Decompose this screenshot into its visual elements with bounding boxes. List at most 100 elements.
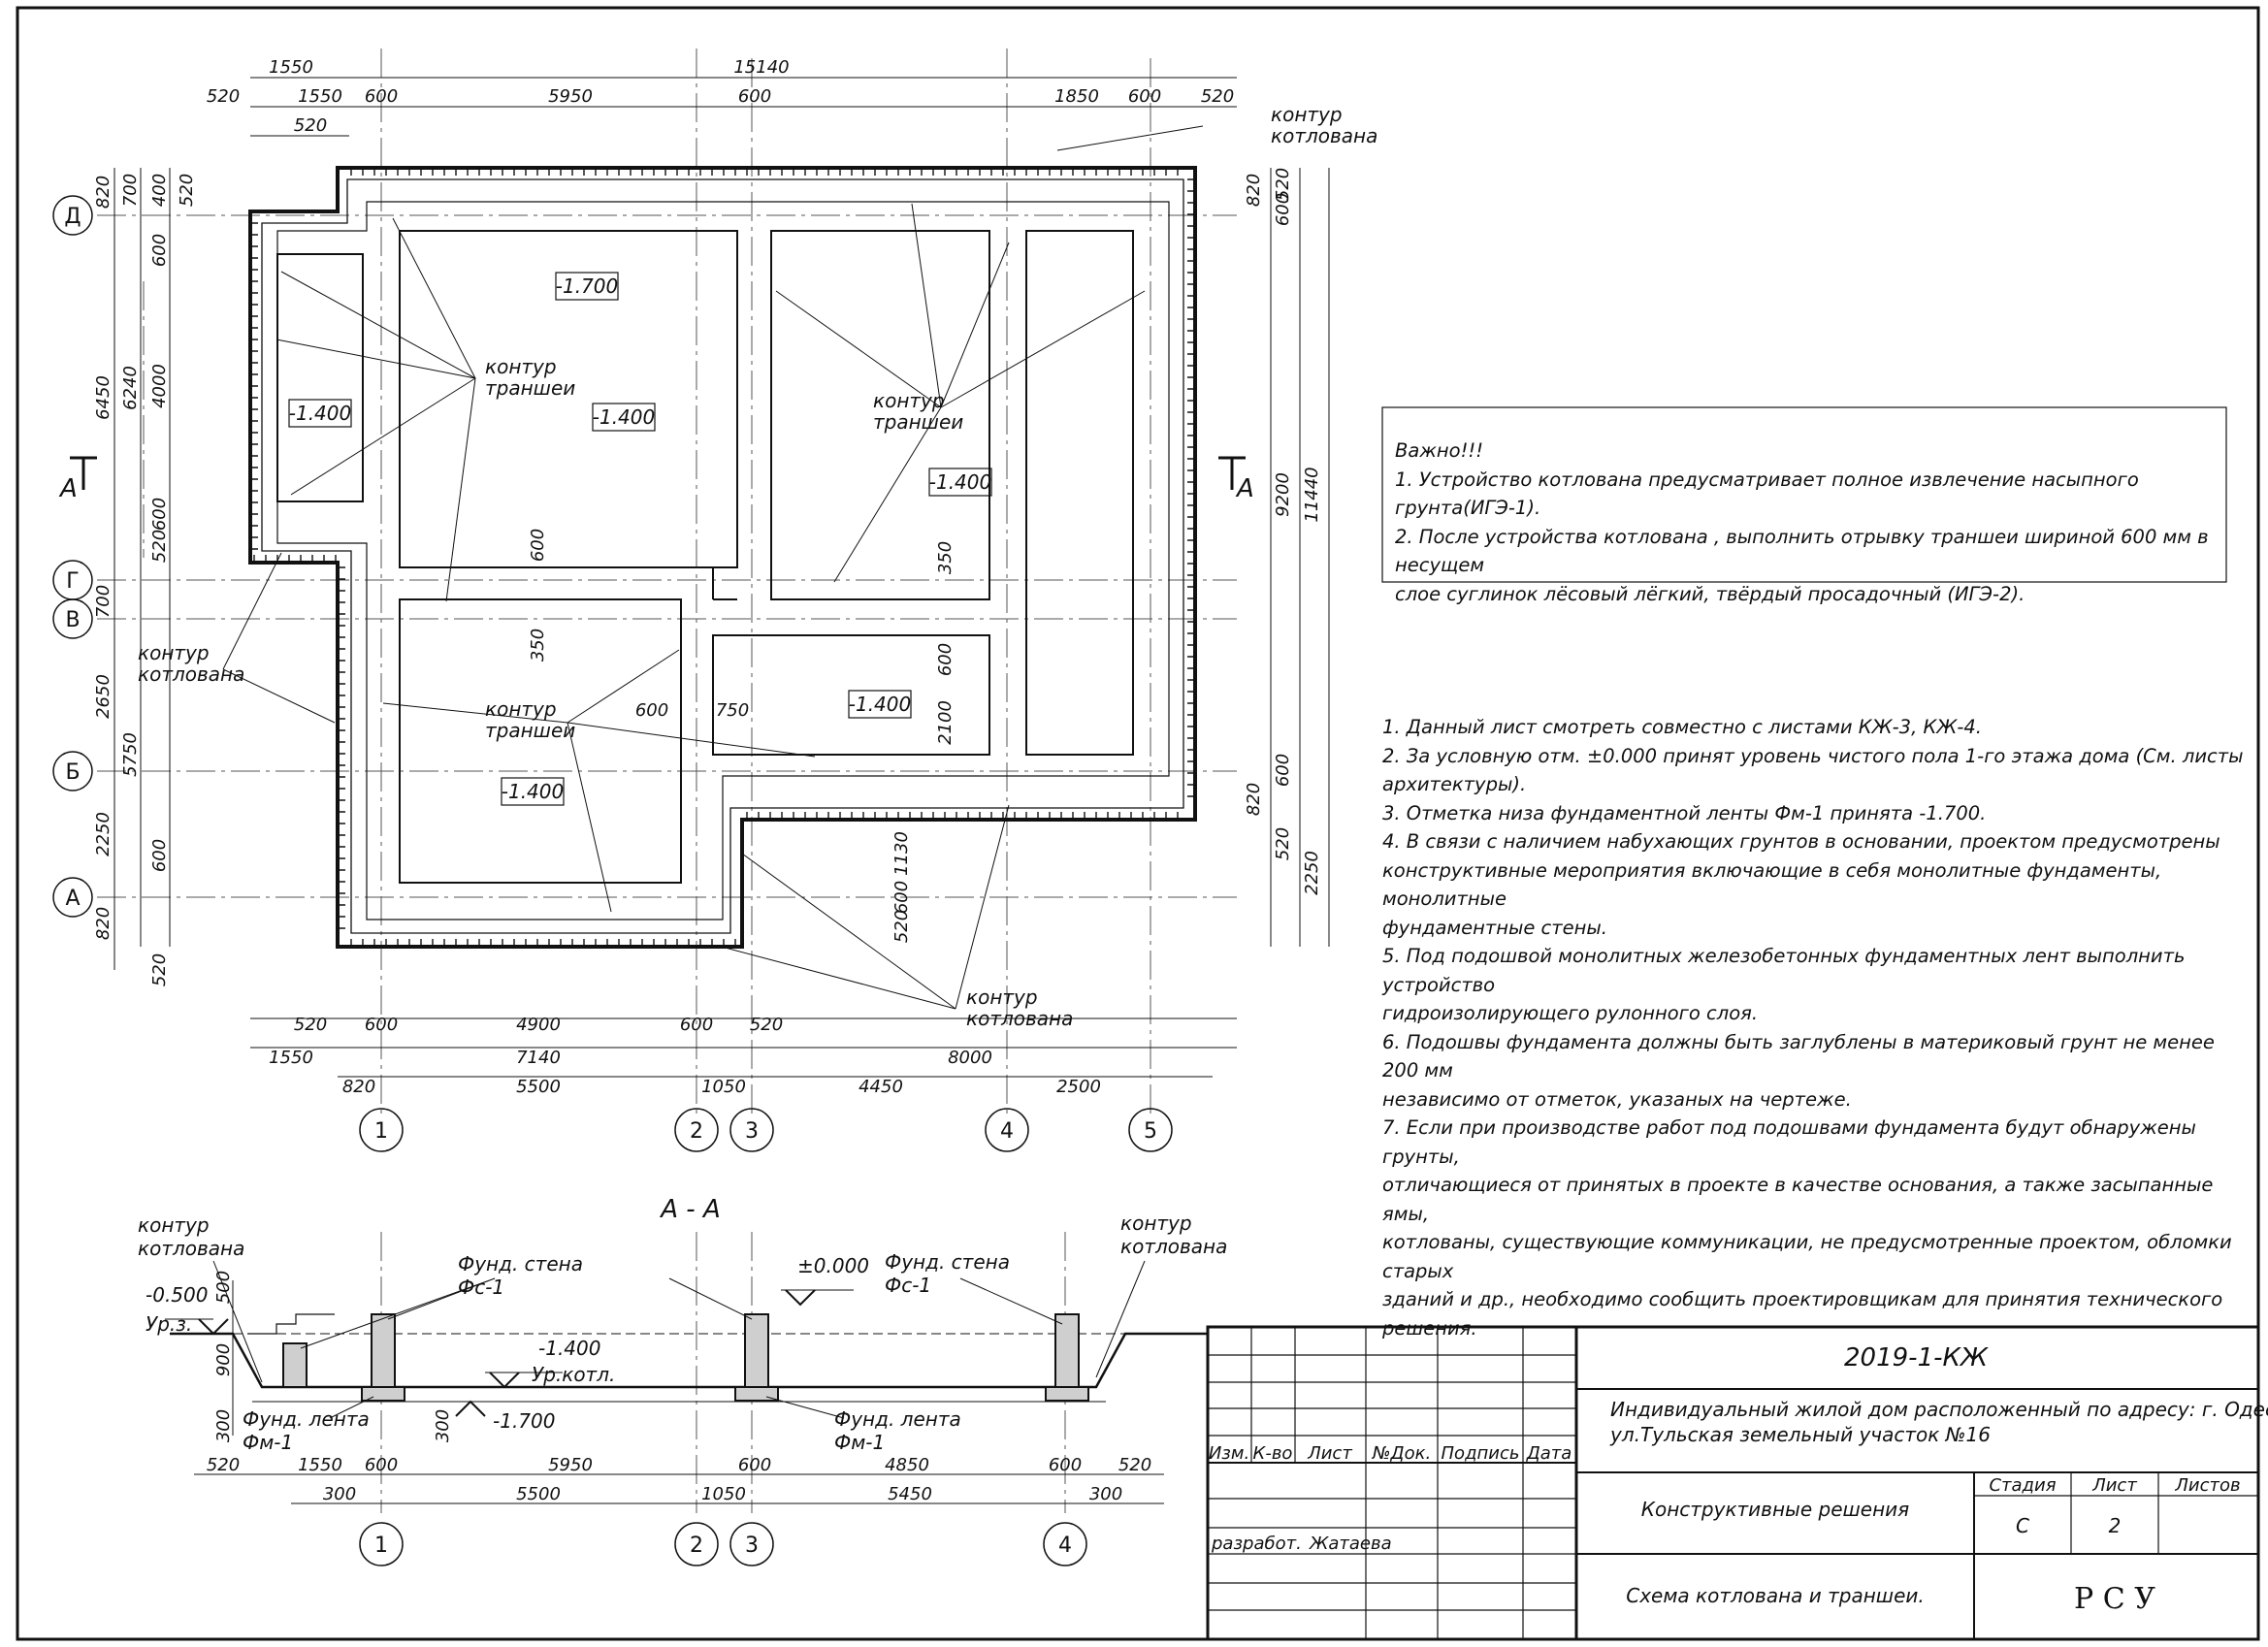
- plan-labels: Д Г В Б А 1 2 3 4 5 А А 1550 15140 520 1…: [58, 57, 1377, 1144]
- wall-axis-3: [744, 1313, 769, 1388]
- dim-left-700: 700: [93, 585, 113, 618]
- dim-inner-600c: 600: [149, 839, 170, 872]
- dim-bot-1550: 1550: [269, 1048, 313, 1068]
- tb-h-izm: Изм.: [1209, 1443, 1249, 1464]
- trench-room-2: [770, 230, 990, 600]
- dim-top-1850: 1850: [1054, 86, 1099, 107]
- dim-bot-2500: 2500: [1056, 1077, 1101, 1097]
- note-line-1: 1. Данный лист смотреть совместно с лист…: [1382, 716, 1982, 738]
- section-zero: ±0.000: [797, 1254, 869, 1277]
- note-line-3: архитектуры).: [1382, 773, 1527, 795]
- section-base: -1.700: [493, 1409, 555, 1433]
- plan-view: [52, 48, 1330, 1152]
- section-dim-r1-520b: 520: [1118, 1455, 1151, 1475]
- note-line-2: 2. За условную отм. ±0.000 принят уровен…: [1382, 744, 2244, 767]
- dim-inner-4000: 4000: [149, 364, 170, 408]
- dim-inner-520c: 520: [149, 953, 170, 986]
- note-line-9: гидроизолирующего рулонного слоя.: [1382, 1002, 1759, 1024]
- tb-sheets-header: Листов: [2174, 1475, 2240, 1496]
- mark-1400-d: -1.400: [849, 693, 911, 716]
- section-dim-r1-600b: 600: [738, 1455, 771, 1475]
- important-line-2: 2. После устройства котлована , выполнит…: [1395, 525, 2209, 577]
- note-line-11: независимо от отметок, указаных на черте…: [1382, 1087, 1852, 1111]
- section-dim-r1-5950: 5950: [548, 1455, 593, 1475]
- pit-contour: [248, 166, 1197, 949]
- dim-bot-8000: 8000: [948, 1048, 992, 1068]
- tb-developer: Жатаева: [1309, 1534, 1392, 1554]
- trench-room-3: [1025, 230, 1134, 756]
- section-axis-2: 2: [690, 1534, 703, 1558]
- wall-left: [282, 1342, 308, 1388]
- level-mark-base: [455, 1400, 486, 1417]
- dim-left-2650: 2650: [93, 674, 113, 719]
- dim-right-820: 820: [1244, 174, 1264, 207]
- tb-h-list: Лист: [1307, 1443, 1352, 1464]
- mark-1700: -1.700: [556, 274, 618, 298]
- dim-inner-600d: 600: [935, 643, 956, 676]
- dim-right-520b: 520: [1273, 827, 1293, 860]
- tb-code: 2019-1-КЖ: [1844, 1343, 1989, 1372]
- tb-sheet-header: Лист: [2091, 1475, 2137, 1496]
- section-ground-label: Ур.з.: [146, 1312, 192, 1336]
- dim-inner-2100: 2100: [935, 700, 956, 745]
- dim-right-520: 520: [1273, 168, 1293, 201]
- level-mark-pit: [489, 1372, 520, 1389]
- section-mark-right: А: [1235, 474, 1254, 503]
- dim-bot-5500: 5500: [516, 1077, 561, 1097]
- mark-1400-b: -1.400: [593, 405, 655, 429]
- dim-top-600a: 600: [365, 86, 398, 107]
- note-line-13: отличающиеся от принятых в проекте в кач…: [1382, 1174, 2214, 1225]
- dim-top-1550b: 1550: [298, 86, 342, 107]
- section-pit-level: -1.400: [538, 1337, 600, 1360]
- dim-bot-520: 520: [294, 1015, 327, 1035]
- tb-sheet-name: Схема котлована и траншеи.: [1626, 1584, 1925, 1607]
- axis-label-b: Б: [65, 760, 80, 785]
- axis-label-a: А: [65, 887, 80, 911]
- dim-bot-4900: 4900: [516, 1015, 561, 1035]
- trench-room-6: [276, 253, 364, 502]
- section-dim-r1-600c: 600: [1049, 1455, 1082, 1475]
- important-box: [1381, 406, 2227, 583]
- dim-bot-520b: 520: [750, 1015, 783, 1035]
- note-line-10: 6. Подошвы фундамента должны быть заглуб…: [1382, 1030, 2215, 1082]
- dim-top-600c: 600: [1128, 86, 1161, 107]
- section-dim-r2-300b: 300: [1089, 1484, 1122, 1504]
- dim-right-9200: 9200: [1273, 472, 1293, 517]
- dim-inner-600-v: 600: [528, 529, 548, 562]
- dim-right-2250: 2250: [1302, 851, 1322, 895]
- dim-bot-1050: 1050: [701, 1077, 746, 1097]
- section-axis-1: 1: [374, 1534, 388, 1558]
- dim-inner-350b: 350: [935, 541, 956, 574]
- dim-mid-700: 700: [120, 174, 141, 207]
- dim-bot-820: 820: [342, 1077, 375, 1097]
- important-title: Важно!!!: [1395, 439, 1484, 462]
- dim-top-600b: 600: [738, 86, 771, 107]
- dim-inner-1130: 1130: [891, 831, 912, 876]
- axis-label-3: 3: [745, 1119, 759, 1144]
- wall-axis-4: [1054, 1313, 1080, 1388]
- section-axis-bubble-1: [359, 1522, 404, 1566]
- title-block-text: 2019-1-КЖ Индивидуальный жилой дом распо…: [1209, 1343, 2268, 1616]
- pit-hatching: [250, 168, 1195, 947]
- level-mark-ground: [198, 1318, 229, 1336]
- dim-top-520: 520: [207, 86, 240, 107]
- section-dim-r2-5450: 5450: [888, 1484, 932, 1504]
- trench-room-5: [712, 634, 990, 756]
- dim-inner-600-h: 600: [635, 700, 668, 721]
- section-axis-bubble-3: [729, 1522, 774, 1566]
- note-line-14: котлованы, существующие коммуникации, не…: [1382, 1231, 2232, 1282]
- tb-stage-header: Стадия: [1989, 1475, 2056, 1496]
- mark-1400-a: -1.400: [289, 402, 351, 425]
- title-block: [1206, 1325, 2260, 1641]
- dim-bot-4450: 4450: [859, 1077, 903, 1097]
